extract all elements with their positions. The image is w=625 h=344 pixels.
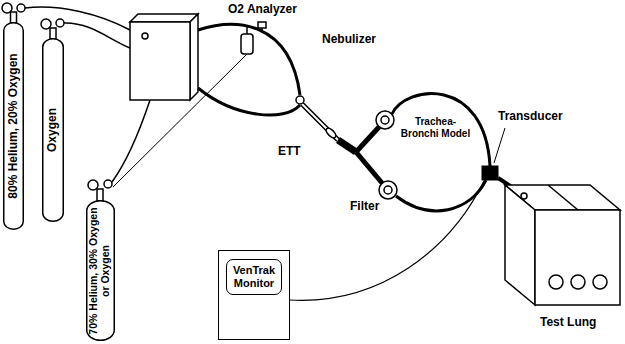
- regulator-gauge: [88, 180, 98, 190]
- test-lung-port: [549, 275, 563, 289]
- monitor-box: VenTrak Monitor: [218, 250, 290, 340]
- part-label: Test Lung: [540, 316, 596, 330]
- test-lung-inlet: [521, 193, 527, 199]
- monitor-cable: [290, 181, 484, 300]
- gas-hose: [25, 7, 130, 30]
- endotracheal-tube-lumen: [302, 104, 338, 140]
- ventilator-top: [130, 14, 198, 22]
- cylinder-label: 70% Helium, 30% Oxygen or Oxygen: [88, 204, 111, 338]
- endotracheal-tube: [302, 104, 338, 140]
- trachea-model: [338, 140, 356, 152]
- ventilator-box: [130, 22, 190, 100]
- test-lung-side: [505, 185, 535, 305]
- gas-cylinder: 70% Helium, 30% Oxygen or Oxygen: [86, 200, 115, 341]
- cylinder-body: [4, 23, 24, 230]
- leader-line: [494, 128, 505, 163]
- inspiratory-limb: [198, 25, 300, 95]
- bronchus-model: [356, 152, 382, 183]
- filter-disc: [376, 111, 394, 129]
- bronchus-model: [356, 127, 379, 152]
- regulator-gauge: [56, 19, 64, 27]
- test-lung-port: [593, 275, 607, 289]
- part-label: ETT: [278, 145, 301, 159]
- part-label: Nebulizer: [322, 33, 376, 47]
- nebulizer-gas-line: [113, 54, 247, 187]
- ventilator-side: [190, 14, 198, 100]
- part-label: Transducer: [498, 110, 563, 124]
- nebulizer-cup: [241, 34, 253, 54]
- transducer-band: [482, 166, 498, 180]
- y-piece: [296, 96, 304, 104]
- test-lung-port: [571, 275, 585, 289]
- regulator-stem: [11, 12, 17, 23]
- ett-cuff: [325, 127, 338, 140]
- part-label: O2 Analyzer: [228, 3, 297, 17]
- filter-center: [384, 186, 392, 194]
- lung-tube: [392, 94, 490, 166]
- regulator-gauge: [41, 19, 51, 29]
- cylinder-body: [86, 201, 114, 341]
- regulator-stem: [50, 28, 56, 39]
- regulator-stem: [97, 189, 103, 201]
- monitor-screen-text: VenTrak Monitor: [226, 259, 282, 295]
- filter-disc: [379, 181, 397, 199]
- part-label: Filter: [350, 200, 379, 214]
- nebulizer-stem: [246, 27, 248, 34]
- regulator-gauge: [2, 3, 12, 13]
- ventilator-knob: [142, 33, 148, 39]
- test-lung-front: [535, 210, 620, 305]
- cylinder-label: Oxygen: [46, 45, 59, 215]
- test-lung-divider: [548, 185, 578, 210]
- gas-cylinder: Oxygen: [42, 38, 64, 222]
- lung-tube: [396, 180, 486, 211]
- filter-center: [381, 116, 389, 124]
- part-label: Trachea-Bronchi Model: [398, 116, 473, 140]
- regulator-gauge: [17, 4, 25, 12]
- expiratory-limb: [198, 88, 300, 115]
- regulator-gauge: [104, 180, 112, 188]
- gas-hose: [64, 23, 130, 48]
- cylinder-label: 80% Helium, 20% Oxygen: [7, 31, 20, 221]
- cylinder-body: [43, 39, 64, 222]
- gas-cylinder: 80% Helium, 20% Oxygen: [3, 22, 24, 230]
- o2-sensor: [258, 22, 266, 28]
